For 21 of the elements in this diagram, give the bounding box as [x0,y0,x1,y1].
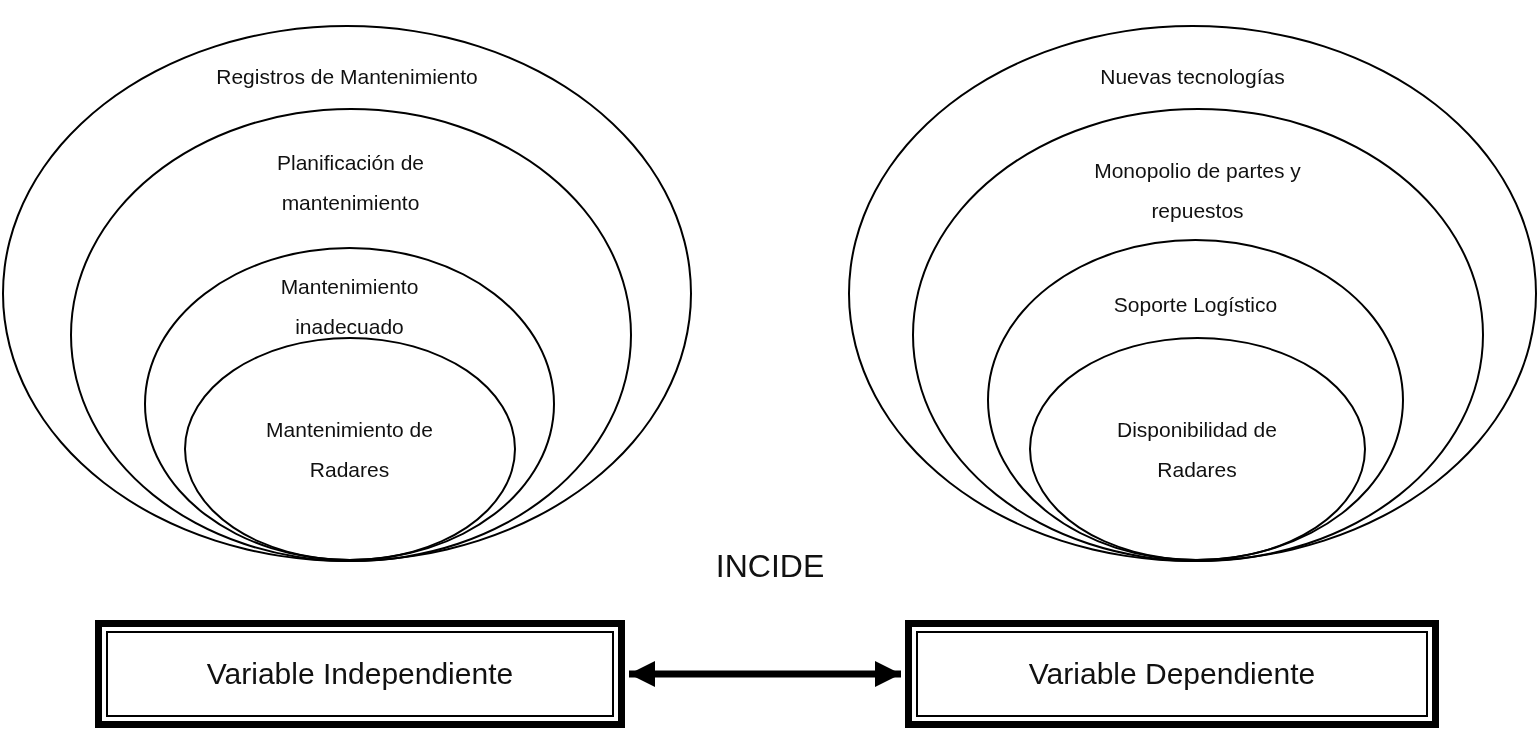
ellipse-label: Mantenimiento inadecuado [279,273,420,340]
ellipse-label: Soporte Logístico [1112,291,1279,318]
variable-box [905,620,1439,728]
nested-ellipse [2,25,692,562]
ellipse-label: Disponibilidad de Radares [1116,417,1278,483]
nested-ellipse [911,107,1484,562]
nested-ellipse [848,25,1537,562]
ellipse-label: Monopolio de partes y repuestos [1093,158,1302,224]
nested-ellipse [69,107,632,562]
variable-box [95,620,625,728]
box-label: Variable Independiente [206,657,514,691]
ellipse-label: Planificación de mantenimiento [275,150,426,216]
relation-label: INCIDE [714,548,826,585]
nested-ellipse [1028,336,1366,561]
nested-ellipse [144,247,555,561]
nested-ellipse [183,336,516,561]
ellipse-label: Nuevas tecnologías [1099,63,1286,90]
box-label: Variable Dependiente [1028,657,1316,691]
nested-ellipse [987,239,1404,561]
ellipse-label: Registros de Mantenimiento [215,63,479,90]
ellipse-label: Mantenimiento de Radares [265,417,434,483]
